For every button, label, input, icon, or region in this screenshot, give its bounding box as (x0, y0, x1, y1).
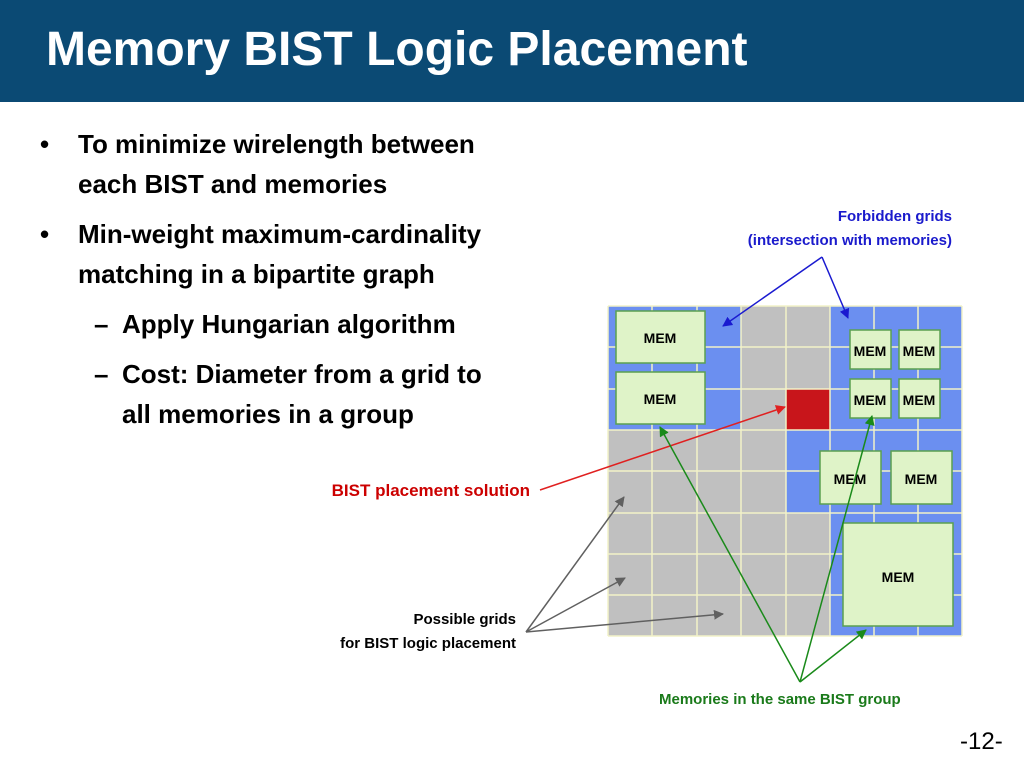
memory-block: MEM (849, 329, 892, 370)
memory-label: MEM (882, 569, 915, 585)
same-group-arrows (659, 415, 875, 683)
arrow (799, 629, 867, 683)
page-number: -12- (960, 728, 1003, 755)
memory-block: MEM (890, 450, 953, 505)
arrow (525, 577, 626, 633)
memory-label: MEM (644, 330, 677, 346)
memory-block: MEM (842, 522, 954, 627)
title-bar: Memory BIST Logic Placement (0, 0, 1024, 102)
arrow (799, 415, 875, 683)
forbidden-grids-label-line-1: Forbidden grids (837, 208, 952, 225)
memory-label: MEM (854, 392, 887, 408)
memory-label: MEM (834, 471, 867, 487)
forbidden-grids-label-line-2: (intersection with memories) (747, 232, 952, 249)
memory-block: MEM (849, 378, 892, 419)
possible-grids-label-line-2: for BIST logic placement (340, 635, 516, 652)
memory-label: MEM (903, 392, 936, 408)
slide-title: Memory BIST Logic Placement (46, 23, 748, 76)
arrow (525, 609, 724, 633)
memory-block: MEM (615, 310, 706, 364)
arrow (659, 426, 801, 683)
bist-solution-cell (786, 389, 830, 430)
possible-grid-arrows (525, 496, 724, 633)
possible-grids-label-line-1: Possible grids (413, 611, 516, 628)
memory-label: MEM (905, 471, 938, 487)
forbidden-arrows (722, 256, 850, 327)
memory-label: MEM (903, 343, 936, 359)
arrow (821, 256, 850, 319)
memory-label: MEM (644, 391, 677, 407)
memory-block: MEM (898, 329, 941, 370)
bist-solution-label: BIST placement solution (331, 481, 530, 500)
arrow (525, 496, 625, 633)
memory-block: MEM (615, 371, 706, 425)
memory-label: MEM (854, 343, 887, 359)
arrow (722, 256, 823, 327)
same-group-label: Memories in the same BIST group (659, 691, 901, 708)
solution-arrow (539, 405, 786, 491)
memory-block: MEM (898, 378, 941, 419)
